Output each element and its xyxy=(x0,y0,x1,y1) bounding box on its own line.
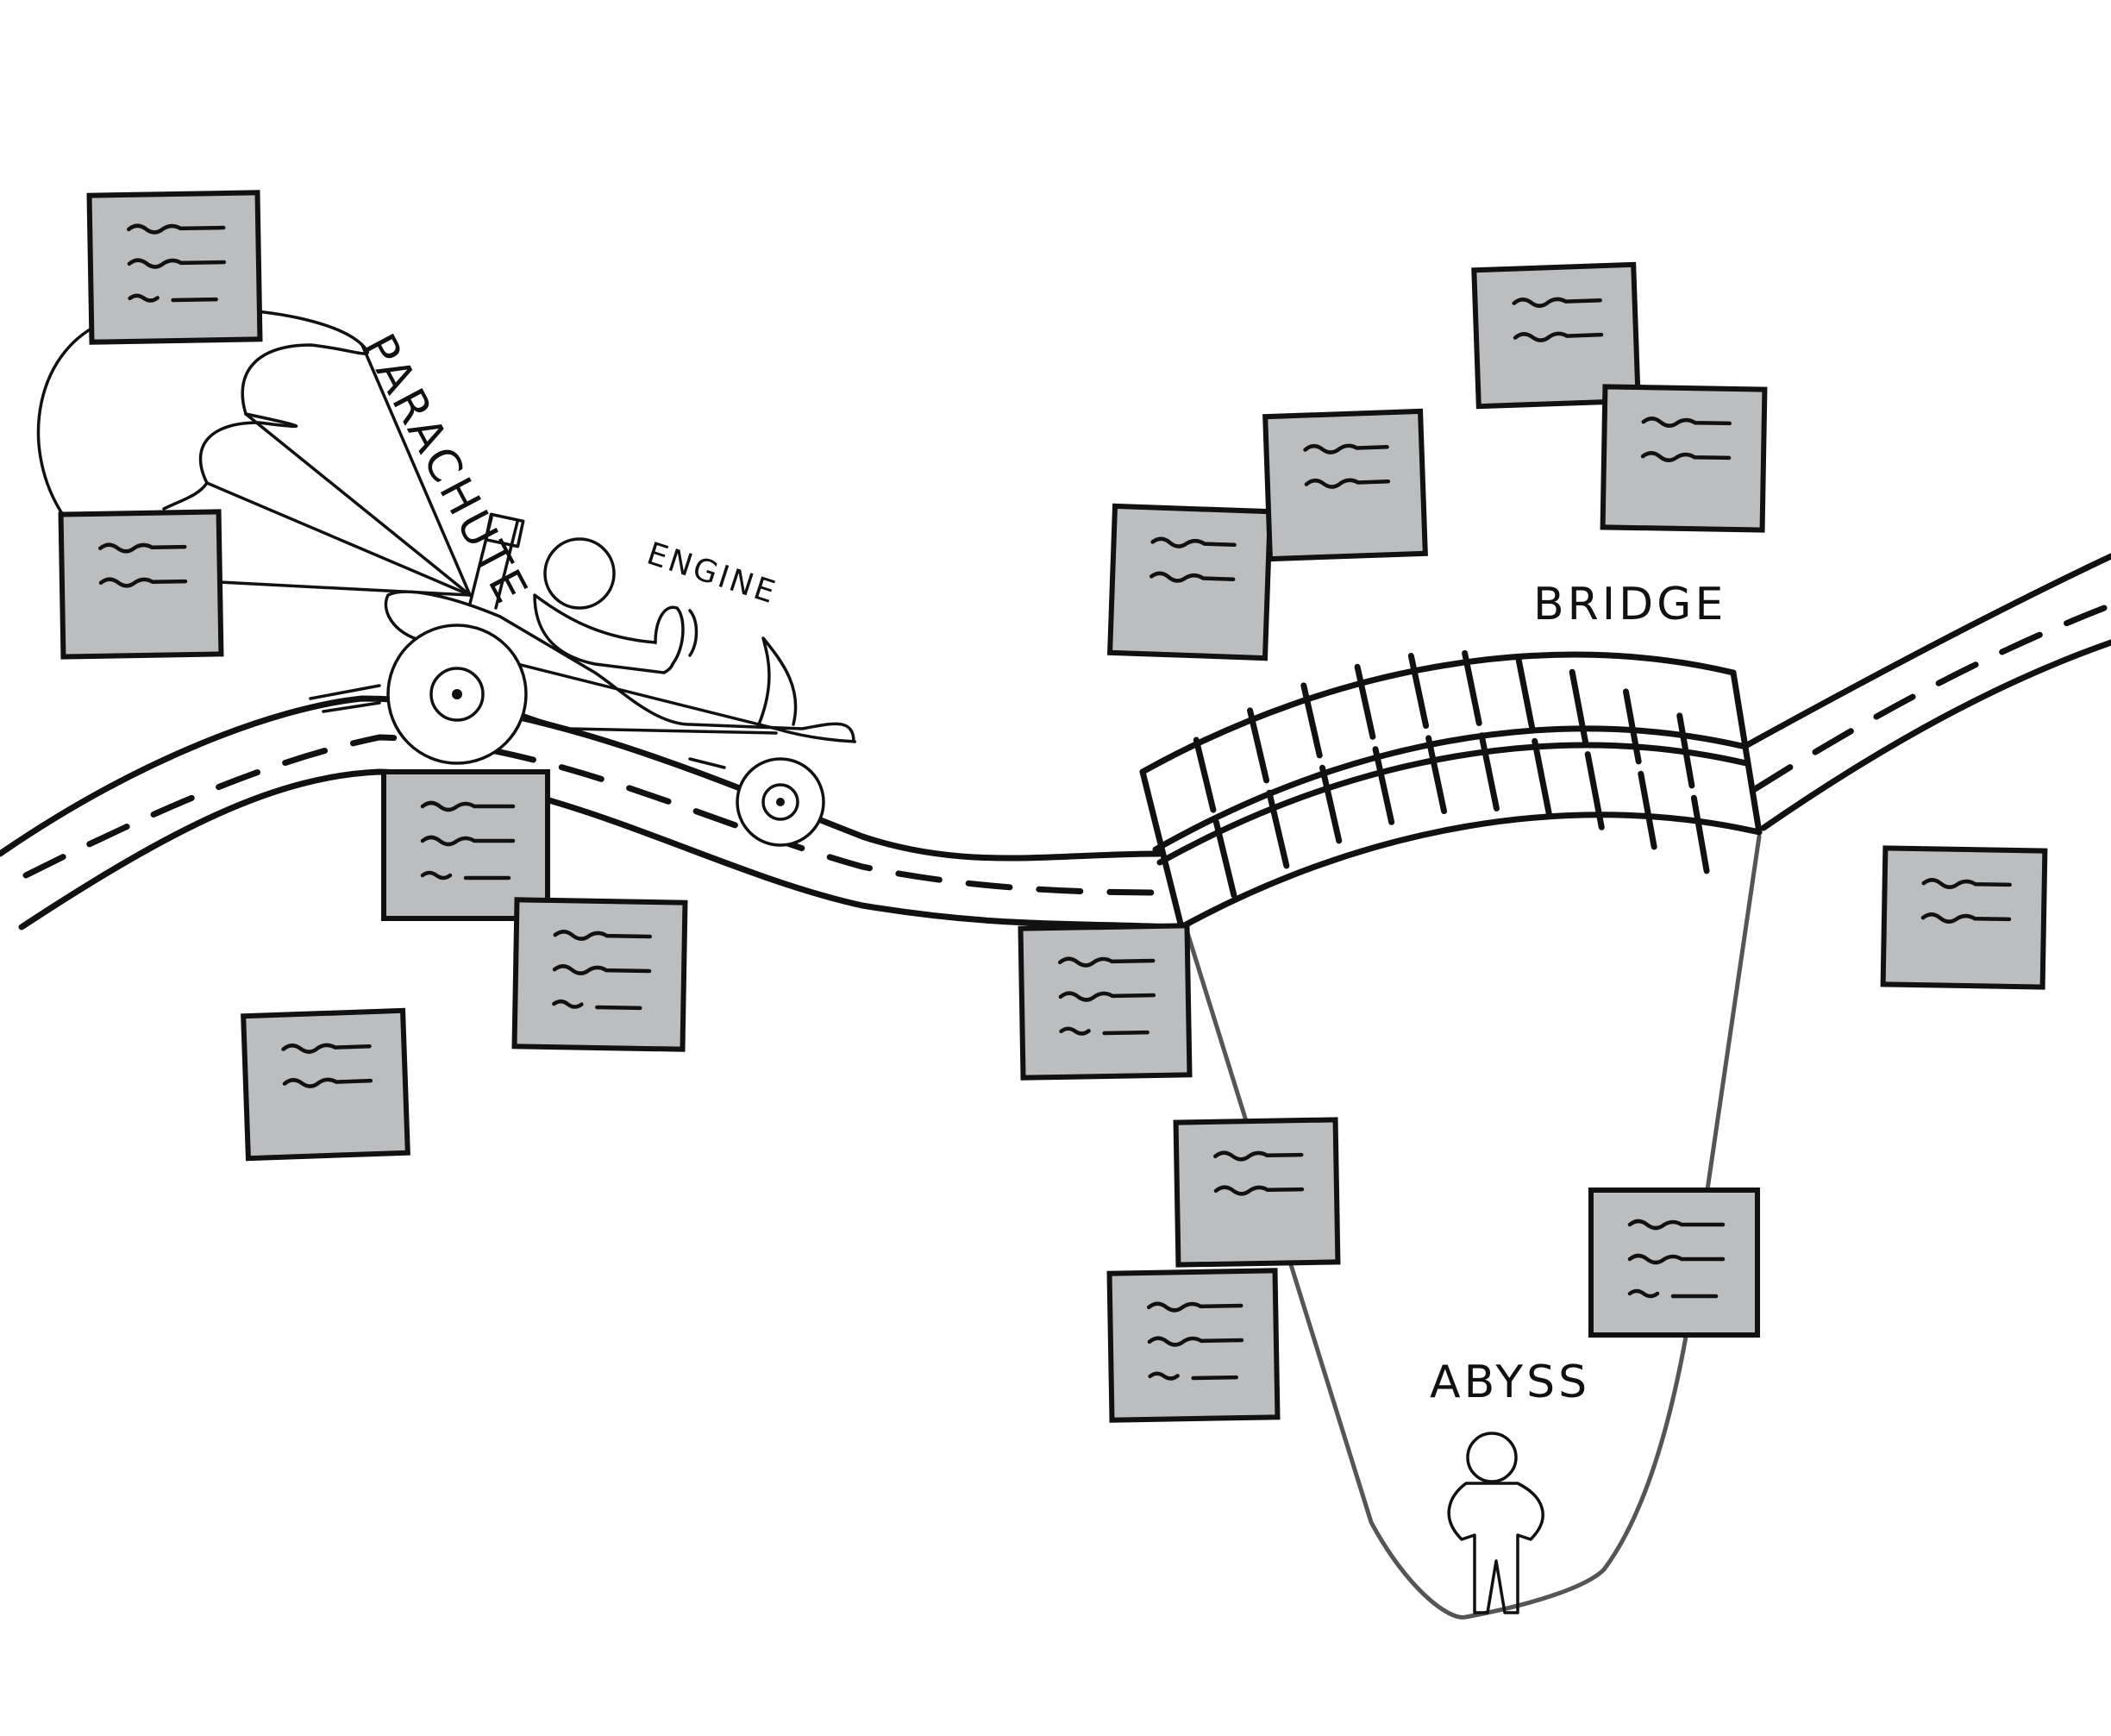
sticky-note-icon xyxy=(1588,1188,1760,1338)
bridge-rail-post xyxy=(1266,789,1290,869)
label-bridge: BRIDGE xyxy=(1533,579,1726,630)
sticky-note-icon xyxy=(381,769,550,921)
bridge-rail-post xyxy=(1247,707,1270,784)
sticky-note-icon xyxy=(1262,408,1428,562)
sticky-note-icon xyxy=(1471,261,1641,410)
bridge-rail-post xyxy=(1638,770,1657,850)
sticky-note-icon xyxy=(86,190,263,345)
bridge-rail-post xyxy=(1462,649,1482,726)
sticky-notes xyxy=(58,190,2048,1423)
bridge-rail-post xyxy=(1212,818,1237,899)
sticky-note-icon xyxy=(511,897,688,1052)
sticky-note-icon xyxy=(1880,845,2048,990)
sticky-note-icon xyxy=(1173,1117,1341,1268)
bridge-rail-post xyxy=(1676,712,1695,789)
go-kart-icon xyxy=(309,512,857,847)
bridge-rail-post xyxy=(1622,688,1642,765)
sticky-note-icon xyxy=(1106,503,1274,661)
bridge-rail-post xyxy=(1515,655,1536,732)
label-parachute: PARACHUTE xyxy=(353,326,539,614)
sticky-note-icon xyxy=(58,509,224,660)
stick-figure-icon xyxy=(1447,1432,1544,1614)
bridge-rail-post xyxy=(1193,736,1217,813)
sticky-note-icon xyxy=(1600,384,1768,533)
bridge-rail-post xyxy=(1354,663,1376,740)
sticky-note-icon xyxy=(1106,1268,1281,1423)
bridge-rails xyxy=(1193,649,1710,899)
bridge-rail-post xyxy=(1690,794,1710,874)
bridge-rail-post xyxy=(1569,668,1589,745)
bridge-rail-post xyxy=(1407,653,1430,730)
sticky-note-icon xyxy=(241,1007,410,1162)
bridge-rail-post xyxy=(1478,732,1500,812)
abyss-chasm xyxy=(1183,834,1762,1620)
label-engine: ENGINE xyxy=(642,536,781,611)
bridge-rail-post xyxy=(1584,751,1605,830)
bridge-rail-post xyxy=(1532,737,1552,818)
bridge-rail-post xyxy=(1300,682,1323,759)
sticky-note-icon xyxy=(1018,923,1193,1081)
bridge-rail-post xyxy=(1425,735,1448,815)
bridge xyxy=(1139,649,1763,931)
road xyxy=(0,553,2111,931)
bridge-rail-post xyxy=(1372,746,1395,825)
bridge-rail-post xyxy=(1319,764,1343,844)
label-abyss: ABYSS xyxy=(1430,1357,1590,1408)
